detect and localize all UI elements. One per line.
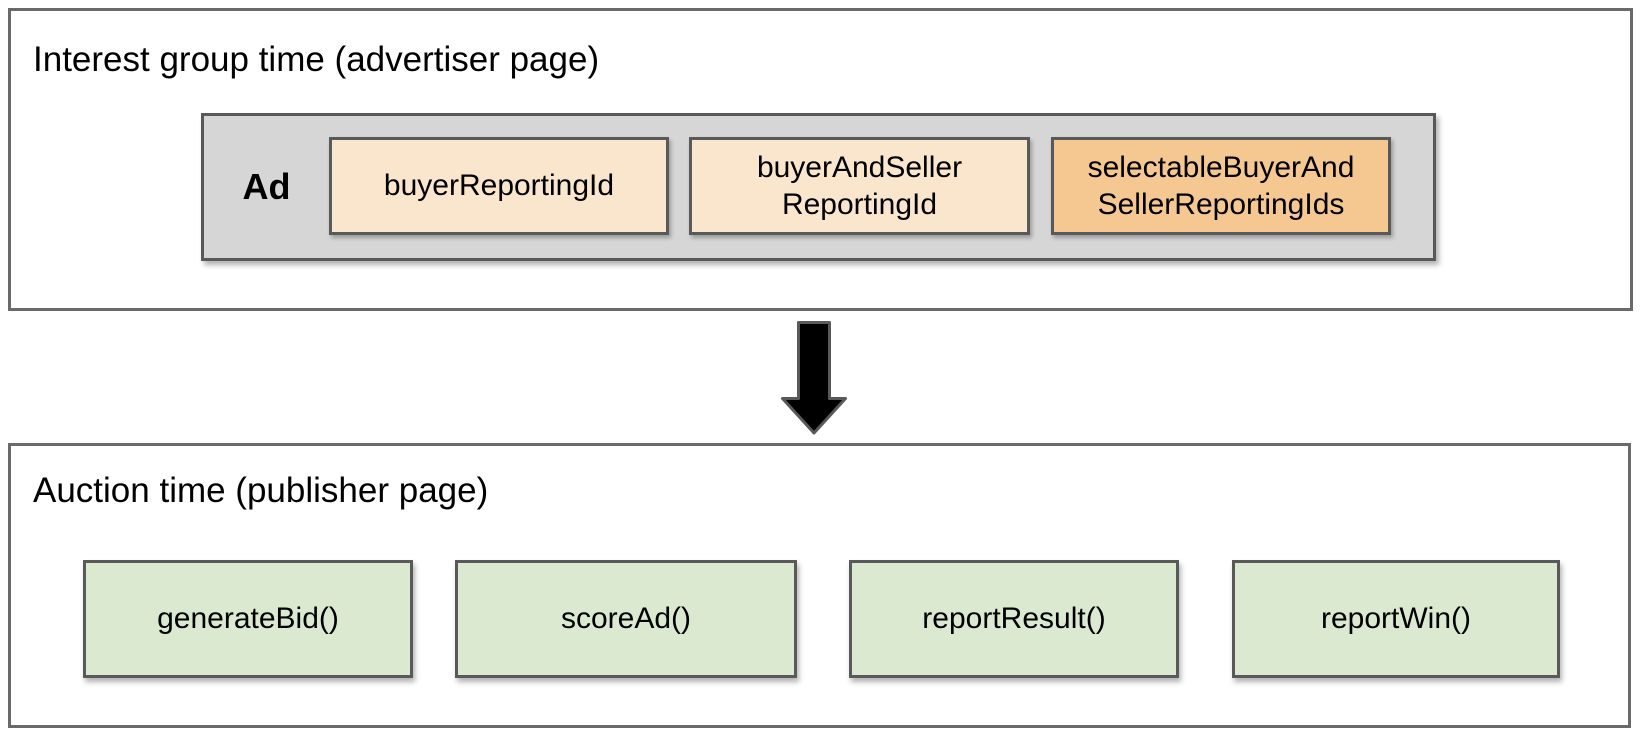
buyer-reporting-id-label: buyerReportingId [383, 169, 615, 203]
buyer-reporting-id-box: buyerReportingId [329, 137, 669, 235]
ad-container: Ad buyerReportingId buyerAndSeller Repor… [201, 113, 1436, 261]
selectable-buyer-and-seller-reporting-ids-box: selectableBuyerAnd SellerReportingIds [1051, 137, 1391, 235]
report-result-label: reportResult() [922, 602, 1106, 635]
down-arrow-shape [781, 321, 847, 435]
buyer-and-seller-reporting-id-box: buyerAndSeller ReportingId [689, 137, 1030, 235]
selectable-buyer-and-seller-reporting-ids-label: selectableBuyerAnd SellerReportingIds [1087, 150, 1355, 222]
report-win-label: reportWin() [1320, 602, 1471, 635]
interest-group-section: Interest group time (advertiser page) Ad… [8, 8, 1633, 311]
score-ad-box: scoreAd() [455, 560, 797, 678]
auction-section: Auction time (publisher page) generateBi… [8, 443, 1631, 728]
down-arrow-icon [781, 321, 847, 435]
report-result-box: reportResult() [849, 560, 1179, 678]
buyer-and-seller-reporting-id-label: buyerAndSeller ReportingId [756, 150, 963, 222]
interest-group-section-title: Interest group time (advertiser page) [33, 40, 600, 79]
ad-label: Ad [242, 166, 291, 207]
generate-bid-label: generateBid() [157, 602, 339, 635]
auction-section-title: Auction time (publisher page) [33, 471, 489, 510]
generate-bid-box: generateBid() [83, 560, 413, 678]
score-ad-label: scoreAd() [560, 602, 692, 635]
report-win-box: reportWin() [1232, 560, 1560, 678]
